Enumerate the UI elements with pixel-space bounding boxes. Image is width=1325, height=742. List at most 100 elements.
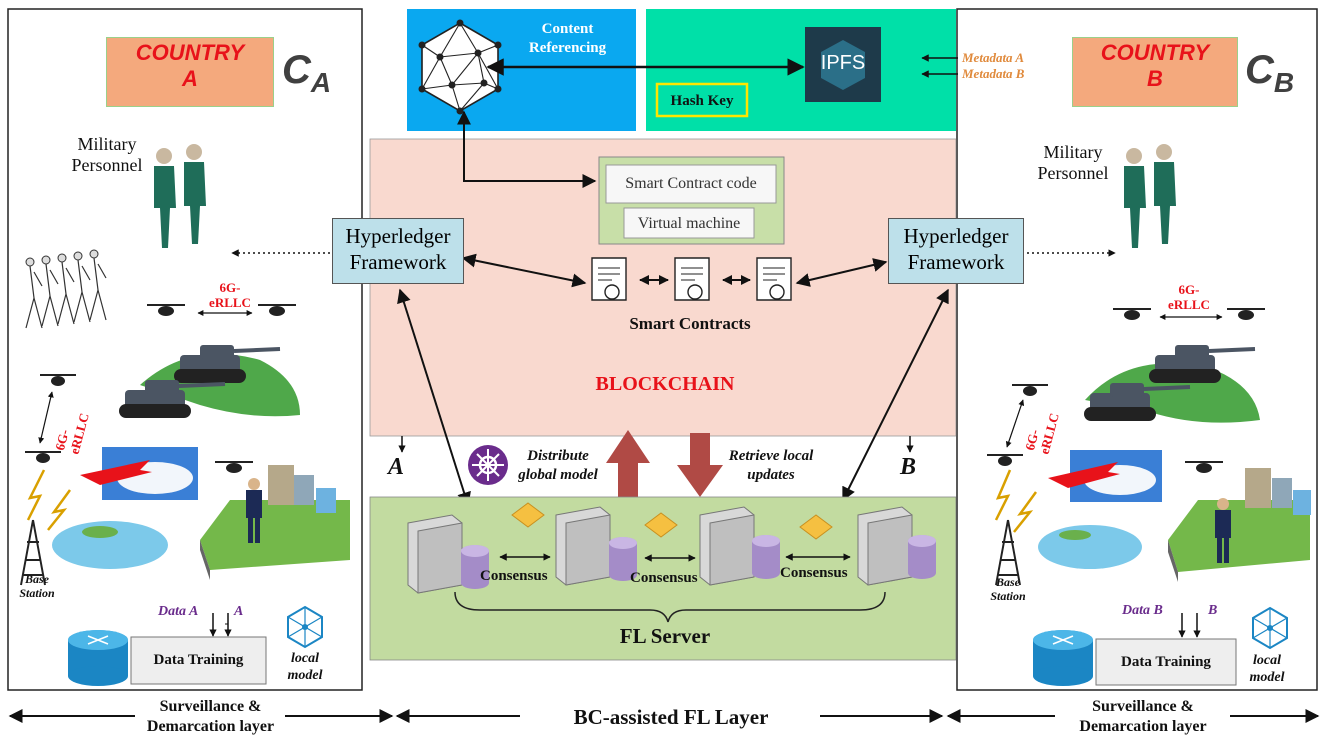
lightning-icon <box>26 469 46 521</box>
jet-icon <box>1048 462 1120 488</box>
city-ground <box>200 500 350 570</box>
drone-icon <box>215 461 253 473</box>
retrieve-label: Retrieve local updates <box>728 448 814 483</box>
certificate-icon <box>674 257 710 301</box>
smart-contracts-label: Smart Contracts <box>629 314 751 333</box>
diamond-icon <box>644 512 678 538</box>
lightning-icon <box>1013 491 1038 533</box>
drone-icon <box>147 304 185 316</box>
layer-label-right: Surveillance & Demarcation layer <box>1079 698 1207 735</box>
base-station-a: Base Station <box>19 572 55 600</box>
tank-icon <box>174 345 281 383</box>
diamond-icon <box>511 502 545 528</box>
diamond-icon <box>799 514 833 540</box>
hyperledger-framework-a: Hyperledger Framework <box>332 218 464 284</box>
smart-contract-code-label: Smart Contract code <box>625 175 757 192</box>
drone-icon <box>1113 308 1151 320</box>
drone-icon <box>987 454 1023 466</box>
tower-icon <box>995 519 1021 586</box>
consensus-label-3: Consensus <box>780 565 848 581</box>
country-b-symbol: CB <box>1245 48 1294 99</box>
local-model-a: local model <box>287 651 323 683</box>
gear-icon <box>468 445 508 485</box>
drone-icon <box>40 374 76 386</box>
certificate-icon <box>756 257 792 301</box>
police-icon <box>1215 498 1231 563</box>
country-a-text: COUNTRY A <box>135 40 245 91</box>
local-model-icon <box>1252 606 1288 650</box>
data-training-b: Data Training <box>1121 654 1211 670</box>
consensus-label-2: Consensus <box>630 570 698 586</box>
ipfs-label: IPFS <box>820 52 866 74</box>
jet-icon <box>80 460 152 485</box>
drone-icon <box>25 451 61 463</box>
data-training-box <box>1095 638 1237 686</box>
country-b-label: COUNTRY B <box>1072 37 1238 107</box>
country-b-text: COUNTRY B <box>1100 40 1210 91</box>
database-icon <box>609 537 637 581</box>
data-label-a: Data A <box>158 604 199 619</box>
link-label-b1: 6G-eRLLC <box>1168 282 1210 312</box>
tank-icon <box>1084 383 1191 421</box>
update-label-a: A <box>234 604 244 619</box>
drone-icon <box>1012 384 1048 396</box>
drone-icon <box>1185 461 1223 473</box>
server-icon <box>857 506 913 586</box>
blockchain-label: BLOCKCHAIN <box>595 373 735 395</box>
virtual-machine-label: Virtual machine <box>637 215 741 232</box>
database-icon <box>461 545 489 589</box>
distribute-arrow <box>606 430 650 497</box>
brace <box>454 591 886 623</box>
update-label-b: B <box>1208 603 1218 618</box>
tank-icon <box>1149 345 1256 383</box>
tank-icon <box>119 380 226 418</box>
lightning-icon <box>47 489 72 531</box>
water-image <box>1038 525 1142 569</box>
server-icon <box>699 506 755 586</box>
data-training-a: Data Training <box>153 652 244 668</box>
hash-key-label: Hash Key <box>670 93 734 109</box>
country-b-symbol-sub: B <box>1273 67 1295 98</box>
base-station-b: Base Station <box>990 575 1026 603</box>
country-a-panel <box>7 8 363 691</box>
router-icon <box>1033 630 1093 686</box>
country-a-symbol-letter: C <box>282 48 311 92</box>
country-a-label: COUNTRY A <box>106 37 274 107</box>
server-icon <box>555 506 611 586</box>
database-icon <box>752 535 780 579</box>
data-label-b: Data B <box>1122 603 1163 618</box>
drone-icon <box>1227 308 1265 320</box>
marching-soldiers-icon <box>25 249 107 329</box>
local-model-b: local model <box>1249 653 1285 685</box>
data-training-box <box>130 636 267 685</box>
virtual-machine-box <box>623 207 755 239</box>
country-b-panel <box>956 8 1318 691</box>
hash-key-box <box>655 82 749 118</box>
military-personnel-a: Military Personnel <box>71 134 143 175</box>
certificate-icon <box>591 257 627 301</box>
city-ground <box>1168 500 1310 572</box>
arrow-label-b: B <box>900 454 917 480</box>
police-icon <box>246 478 262 543</box>
hyperledger-framework-b: Hyperledger Framework <box>888 218 1024 284</box>
layer-label-left: Surveillance & Demarcation layer <box>146 698 275 735</box>
router-icon <box>68 630 128 686</box>
lightning-icon <box>994 469 1012 521</box>
soldier-icon <box>154 144 206 248</box>
country-a-symbol: CA <box>282 48 331 99</box>
water-image <box>52 521 168 569</box>
server-icon <box>407 514 463 594</box>
local-model-icon <box>287 605 323 649</box>
database-icon <box>908 535 936 579</box>
consensus-label-1: Consensus <box>480 568 548 584</box>
drone-icon <box>258 304 296 316</box>
layer-label-middle: BC-assisted FL Layer <box>573 705 769 729</box>
arrow-label-a: A <box>388 454 405 480</box>
country-b-symbol-letter: C <box>1245 48 1274 92</box>
military-personnel-b: Military Personnel <box>1037 142 1109 183</box>
content-referencing-label: Content Referencing <box>528 21 607 56</box>
metadata-a-label: Metadata A <box>962 50 1024 65</box>
retrieve-arrow <box>677 433 723 497</box>
country-a-symbol-sub: A <box>310 67 332 98</box>
